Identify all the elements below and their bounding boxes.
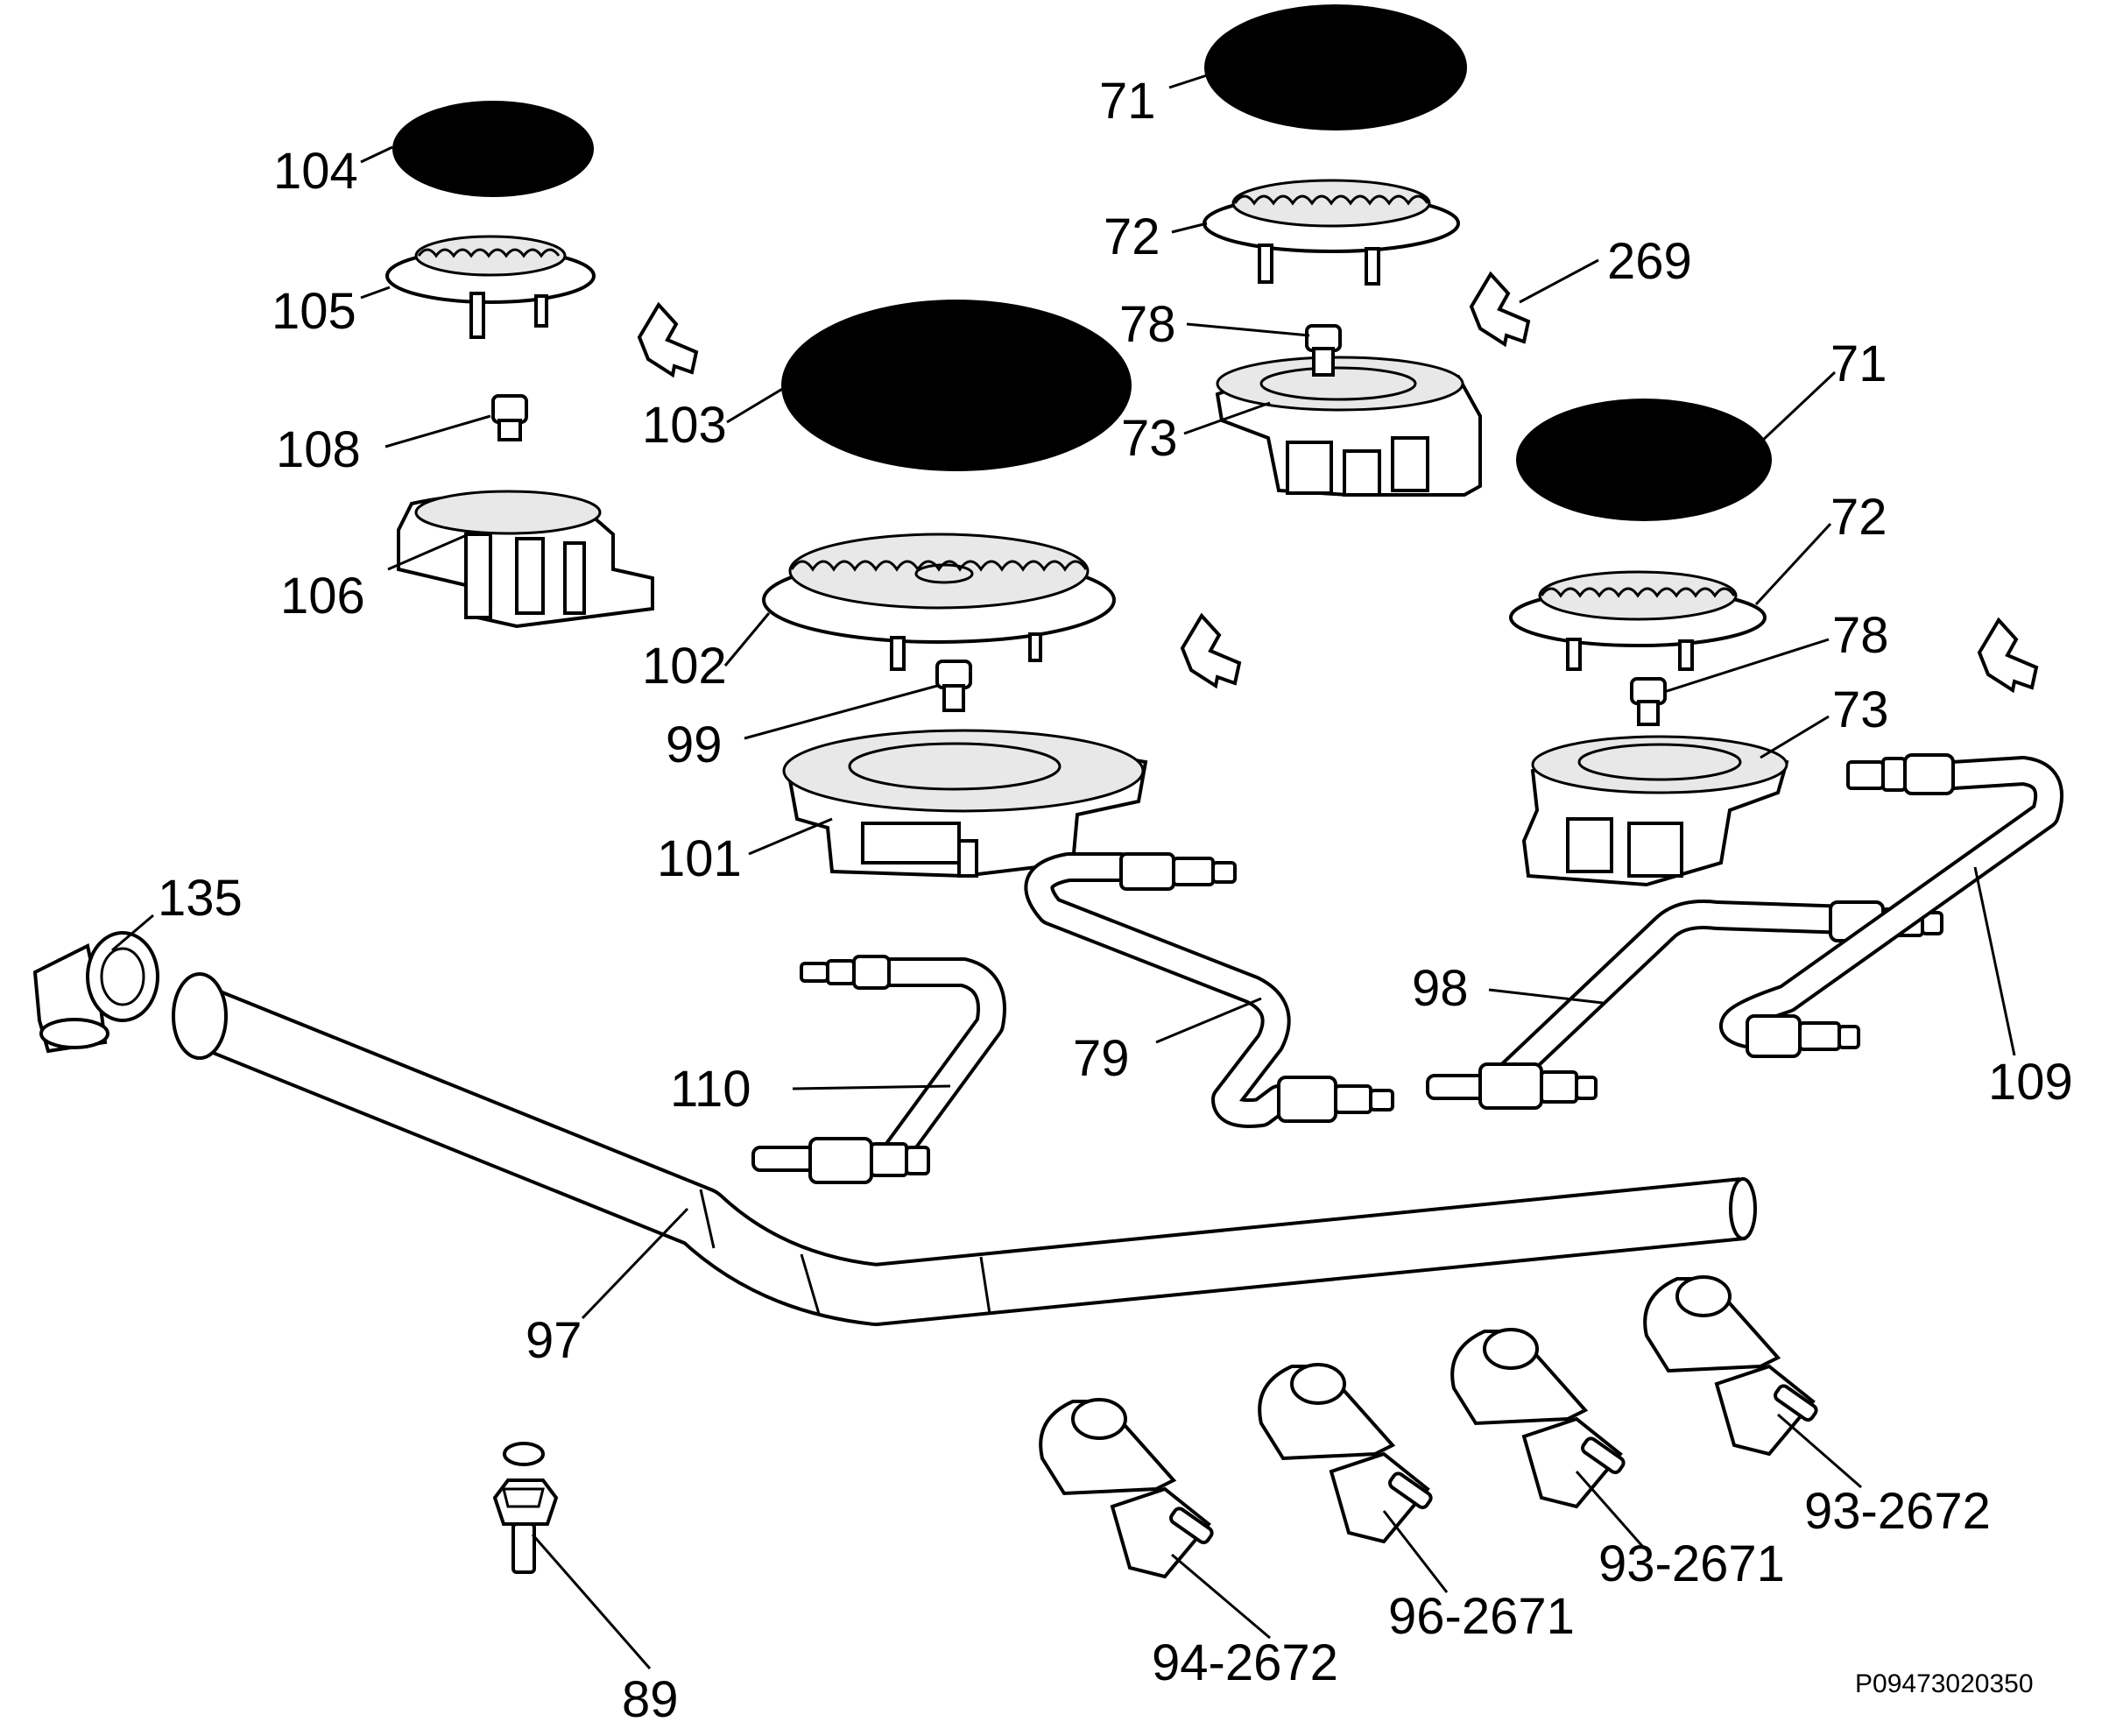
gas-tap-94-2672[interactable] [1039, 1398, 1214, 1579]
label-78-right[interactable]: 78 [1832, 607, 1889, 664]
pipe-110[interactable] [751, 955, 1006, 1184]
burner-cap-71-top[interactable] [1204, 4, 1467, 131]
label-109[interactable]: 109 [1988, 1054, 2073, 1111]
burner-crown-102[interactable] [762, 533, 1116, 671]
burner-cap-103[interactable] [781, 300, 1132, 471]
reference-code: P09473020350 [1855, 1669, 2034, 1698]
gas-tap-96-2671[interactable] [1258, 1363, 1433, 1544]
elbow-connector-135[interactable] [32, 931, 159, 1054]
label-72-right[interactable]: 72 [1830, 489, 1887, 546]
burner-crown-72-right[interactable] [1509, 570, 1767, 671]
label-108[interactable]: 108 [276, 421, 361, 478]
burner-crown-72-top[interactable] [1203, 179, 1460, 286]
label-99[interactable]: 99 [666, 716, 723, 773]
label-102[interactable]: 102 [642, 638, 727, 695]
pipe-79[interactable] [1024, 852, 1394, 1128]
part-labels: 104 105 108 106 103 102 99 101 71 72 78 … [158, 73, 2073, 1728]
leader-lines [111, 74, 2016, 1669]
clip-269[interactable] [1469, 271, 1531, 348]
label-72-top[interactable]: 72 [1104, 208, 1160, 265]
gas-tap-93-2672[interactable] [1643, 1275, 1818, 1457]
label-73-right[interactable]: 73 [1832, 681, 1889, 738]
label-101[interactable]: 101 [657, 830, 742, 887]
label-110[interactable]: 110 [670, 1061, 751, 1118]
fitting-89[interactable] [492, 1442, 559, 1574]
burner-body-101[interactable] [782, 729, 1148, 879]
main-gas-pipe-97[interactable] [172, 972, 1757, 1326]
clip-middle[interactable] [1180, 612, 1242, 689]
label-135[interactable]: 135 [158, 870, 243, 927]
label-71-top[interactable]: 71 [1099, 73, 1156, 130]
label-94-2672[interactable]: 94-2672 [1152, 1634, 1338, 1691]
label-103[interactable]: 103 [642, 397, 727, 454]
label-105[interactable]: 105 [272, 283, 356, 340]
label-97[interactable]: 97 [526, 1312, 582, 1369]
label-73-top[interactable]: 73 [1121, 410, 1178, 467]
injector-108[interactable] [491, 394, 528, 441]
burner-cap-71-right[interactable] [1516, 399, 1772, 521]
burner-cap-104[interactable] [392, 101, 594, 197]
pipe-109[interactable] [1719, 753, 2063, 1058]
label-79[interactable]: 79 [1073, 1030, 1130, 1087]
gas-tap-93-2671[interactable] [1450, 1328, 1626, 1509]
burner-crown-105[interactable] [385, 235, 596, 339]
label-89[interactable]: 89 [622, 1671, 679, 1728]
label-106[interactable]: 106 [280, 568, 365, 625]
burner-body-106[interactable] [397, 490, 654, 629]
burner-body-73-top[interactable] [1215, 356, 1482, 497]
label-93-2672[interactable]: 93-2672 [1804, 1483, 1991, 1540]
label-93-2671[interactable]: 93-2671 [1598, 1535, 1785, 1592]
injector-78-top[interactable] [1305, 324, 1342, 377]
label-269[interactable]: 269 [1607, 233, 1692, 290]
injector-78-right[interactable] [1630, 677, 1667, 726]
label-71-right[interactable]: 71 [1830, 335, 1887, 392]
pipe-98[interactable] [1426, 900, 1943, 1110]
clip-left[interactable] [637, 301, 699, 378]
burner-body-73-right[interactable] [1521, 735, 1789, 887]
clip-right[interactable] [1977, 617, 2039, 694]
label-78-top[interactable]: 78 [1119, 296, 1176, 353]
injector-99[interactable] [935, 660, 972, 712]
label-96-2671[interactable]: 96-2671 [1388, 1588, 1575, 1645]
label-104[interactable]: 104 [273, 143, 358, 200]
label-98[interactable]: 98 [1412, 960, 1469, 1017]
